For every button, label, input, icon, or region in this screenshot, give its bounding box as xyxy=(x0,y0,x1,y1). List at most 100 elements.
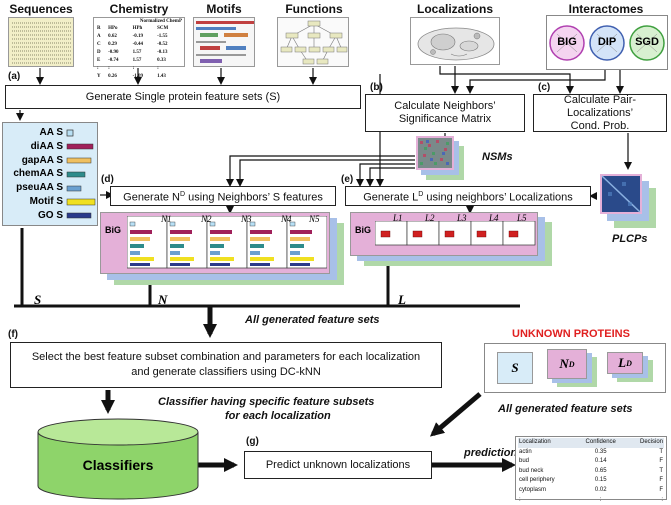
n-table-grid xyxy=(127,216,327,269)
step-e-box: Generate LD using neighbors’ Localizatio… xyxy=(345,186,591,206)
feature-swatches xyxy=(66,129,96,219)
prediction-cell: cell periphery xyxy=(519,477,555,484)
l-table: BiG L1 L2 L3 L4 L5 xyxy=(350,212,538,256)
motif-graphic xyxy=(196,21,254,63)
step-a-box: Generate Single protein feature sets (S) xyxy=(5,85,361,109)
chemistry-cell: : xyxy=(108,66,110,71)
feature-list: AA S diAA S gapAA S chemAA S pseuAA S Mo… xyxy=(7,126,63,223)
chemistry-cell: : xyxy=(157,66,159,71)
prediction-cell: 0.65 xyxy=(594,467,607,474)
chemistry-col: HPh xyxy=(132,26,143,31)
n-header-5: N5 xyxy=(309,214,320,224)
merge-label-n: N xyxy=(158,292,168,307)
go-tree-graphic xyxy=(280,20,348,65)
swatch-gapaa xyxy=(66,157,92,164)
header-motifs: Motifs xyxy=(206,2,242,16)
chemistry-row: D -0.90 1.57 -0.13 xyxy=(96,49,182,57)
prediction-label: prediction xyxy=(464,447,518,459)
l-header-4: L4 xyxy=(489,213,499,223)
step-d-text: Generate ND using Neighbors’ S features xyxy=(123,188,323,205)
prediction-cell: 0.02 xyxy=(594,486,607,493)
chemistry-cell: -0.74 xyxy=(108,58,119,63)
n-table-big-label: BiG xyxy=(105,225,122,235)
step-c-line1: Calculate Pair-Localizations’ xyxy=(563,93,637,119)
prediction-cell: F xyxy=(659,458,663,465)
step-f-line1: Select the best feature subset combinati… xyxy=(31,351,421,363)
step-f-tag: (f) xyxy=(8,329,18,340)
feature-chemaa: chemAA S xyxy=(13,168,63,180)
n-header-4: N4 xyxy=(281,214,292,224)
step-c-tag: (c) xyxy=(538,82,551,93)
interactome-dip: DIP xyxy=(597,36,617,48)
chemistry-cell: -0.90 xyxy=(108,50,119,55)
arrow-unknown-to-g xyxy=(429,392,482,437)
header-interactomes: Interactomes xyxy=(568,2,644,16)
chemistry-col: R xyxy=(97,26,101,31)
prediction-col: Localization xyxy=(519,439,551,445)
chemistry-cell: -0.13 xyxy=(157,50,168,55)
chemistry-cell: D xyxy=(97,50,101,55)
n-header-1: N1 xyxy=(161,214,172,224)
chemistry-cell: 0.26 xyxy=(108,74,117,79)
plcp-stack xyxy=(600,174,656,228)
step-e-text: Generate LD using neighbors’ Localizatio… xyxy=(363,188,573,205)
step-e-text-b: using neighbors’ Localizations xyxy=(423,191,573,204)
feature-go: GO S xyxy=(37,209,63,221)
step-d-sup: D xyxy=(180,190,186,198)
prediction-cell: F xyxy=(659,486,663,493)
step-a-tag: (a) xyxy=(8,71,21,82)
nsm-label: NSMs xyxy=(482,151,513,163)
arrow-int-to-b xyxy=(466,70,606,94)
nsm-stack xyxy=(416,136,464,180)
header-chemistry: Chemistry xyxy=(109,2,169,16)
unknown-n-label: N xyxy=(559,356,569,371)
l-header-3: L3 xyxy=(457,213,467,223)
chemistry-cell: : xyxy=(97,66,99,71)
swatch-diaa xyxy=(66,143,94,150)
step-f-line2: and generate classifiers using DC-kNN xyxy=(131,366,321,378)
unknown-n-sup: D xyxy=(568,359,575,369)
header-sequences: Sequences xyxy=(9,2,73,16)
chemistry-cell: 0.62 xyxy=(108,34,117,39)
prediction-cell: bud xyxy=(519,458,530,465)
swatch-chemaa xyxy=(66,171,86,178)
n-header-2: N2 xyxy=(201,214,212,224)
feature-gapaa: gapAA S xyxy=(21,154,63,166)
all-feature-sets-label: All generated feature sets xyxy=(245,314,380,326)
unknown-l-label: L xyxy=(618,355,627,370)
chemistry-header-row: R HPo HPh SCM xyxy=(96,25,182,33)
arrow-loc-to-c xyxy=(439,66,574,94)
chemistry-col: HPo xyxy=(108,26,118,31)
step-d-tag: (d) xyxy=(101,174,114,185)
prediction-cell: T xyxy=(659,467,663,474)
classifiers-cylinder xyxy=(37,418,199,500)
prediction-cell: 0.15 xyxy=(594,477,607,484)
step-b-line1: Calculate Neighbors’ xyxy=(394,100,496,112)
prediction-cell: cytoplasm xyxy=(519,486,547,493)
chemistry-cell: 1.57 xyxy=(132,50,142,55)
chemistry-cell: 1.43 xyxy=(157,74,166,79)
prediction-cell: bud neck xyxy=(519,467,544,474)
chemistry-cell: 0.33 xyxy=(157,58,166,63)
l-table-big-label: BiG xyxy=(355,225,372,235)
all-feature-sets-label-2: All generated feature sets xyxy=(498,403,633,415)
step-g-tag: (g) xyxy=(246,436,259,447)
l-table-grid xyxy=(375,221,536,246)
prediction-header-row: Localization Confidence Decision xyxy=(518,438,664,448)
chemistry-cell: C xyxy=(97,42,101,47)
prediction-cell: : xyxy=(599,496,602,503)
chemistry-cell: -0.19 xyxy=(132,34,144,39)
feature-diaa: diAA S xyxy=(30,140,63,152)
classifier-note-2: for each localization xyxy=(225,410,331,422)
classifiers-label: Classifiers xyxy=(82,457,154,473)
functions-thumbnail xyxy=(277,17,349,67)
swatch-aa xyxy=(66,129,74,137)
unknown-s-box: S xyxy=(497,352,533,384)
